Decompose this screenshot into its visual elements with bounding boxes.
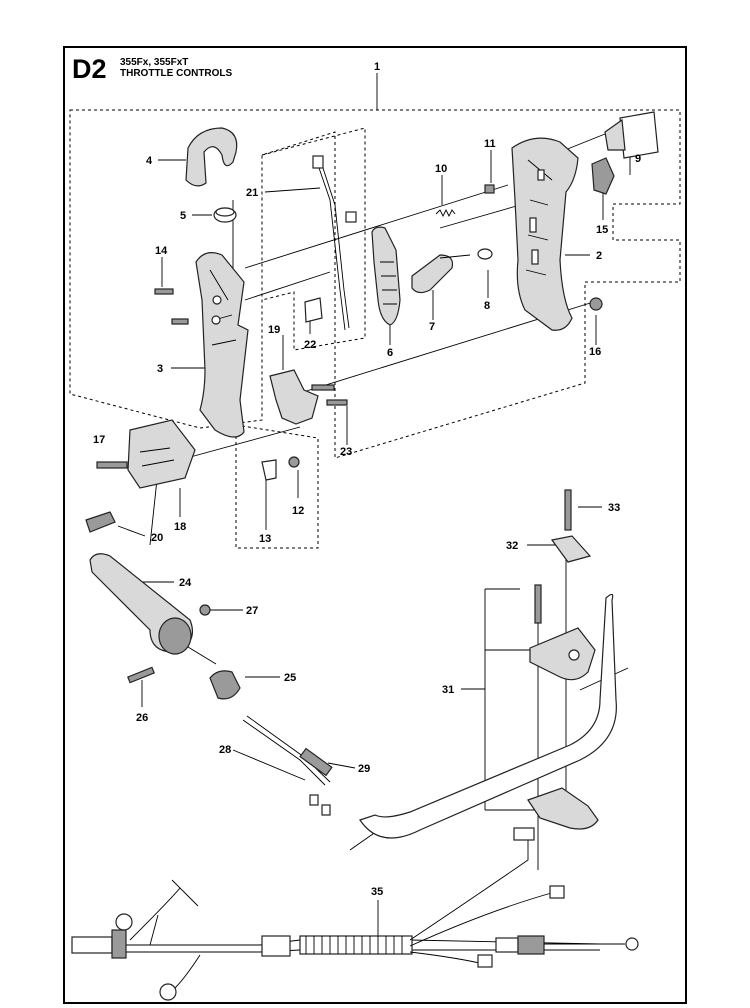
- callout-18: 18: [174, 521, 186, 533]
- callout-1: 1: [374, 61, 380, 73]
- callout-26: 26: [136, 712, 148, 724]
- callout-31: 31: [442, 684, 454, 696]
- part-31-clamp-lower: [527, 787, 599, 830]
- page-title: THROTTLE CONTROLS: [120, 68, 233, 79]
- part-4-throttle-trigger-cap: [185, 127, 238, 187]
- callout-27: 27: [246, 605, 258, 617]
- callout-7: 7: [429, 321, 435, 333]
- callout-labels: 1 2 3 4 5 6 7 8 9 10 11 12 13 14 15 16 1…: [93, 61, 641, 898]
- group-outline-lower: [235, 424, 319, 549]
- group-outline-wiring: [261, 127, 366, 351]
- callout-17: 17: [93, 434, 105, 446]
- callout-15: 15: [596, 224, 608, 236]
- part-8-spring: [477, 248, 493, 260]
- callout-5: 5: [180, 210, 186, 222]
- callout-6: 6: [387, 347, 393, 359]
- callout-35: 35: [371, 886, 383, 898]
- part-7-throttle-lock: [411, 254, 454, 294]
- part-23-screws: [311, 384, 348, 406]
- callout-4: 4: [146, 155, 153, 167]
- part-11-nut: [484, 184, 495, 194]
- callout-8: 8: [484, 300, 490, 312]
- callout-2: 2: [596, 250, 602, 262]
- part-20-clip: [85, 511, 116, 533]
- callout-13: 13: [259, 533, 271, 545]
- callout-20: 20: [151, 532, 163, 544]
- part-13-bracket: [261, 459, 277, 481]
- callout-32: 32: [506, 540, 518, 552]
- part-28-29-throttle-cable: [242, 715, 333, 816]
- callout-11: 11: [484, 138, 496, 150]
- part-15-switch-cover: [591, 157, 615, 195]
- part-10-spring: [435, 208, 456, 218]
- part-19-bracket: [269, 369, 319, 425]
- part-35-wire-harness: [71, 827, 639, 1001]
- callout-28: 28: [219, 744, 231, 756]
- part-31-clamp-upper: [529, 627, 596, 681]
- part-9-stop-switch: [619, 111, 659, 159]
- callout-25: 25: [284, 672, 296, 684]
- part-16-nut: [589, 297, 603, 311]
- part-27-nut: [199, 604, 211, 616]
- part-3-handle-half: [195, 252, 249, 438]
- part-17-screw: [96, 461, 128, 469]
- part-33-bolt: [564, 489, 572, 531]
- callout-22: 22: [304, 339, 316, 351]
- callout-12: 12: [292, 505, 304, 517]
- callout-3: 3: [157, 363, 163, 375]
- callout-24: 24: [179, 577, 192, 589]
- callout-16: 16: [589, 346, 601, 358]
- part-32-plate: [550, 535, 592, 563]
- part-22-clip: [304, 297, 323, 323]
- callout-33: 33: [608, 502, 620, 514]
- part-12-screw: [288, 456, 300, 468]
- callout-9: 9: [635, 153, 641, 165]
- model-list: 355Fx, 355FxT: [120, 57, 189, 68]
- handlebar-tube: [359, 593, 617, 839]
- diagram-frame: [63, 46, 687, 1004]
- page-code: D2: [72, 54, 107, 84]
- part-31-screw: [534, 584, 542, 624]
- callout-21: 21: [246, 187, 258, 199]
- part-14-screws: [154, 288, 189, 325]
- callout-19: 19: [268, 324, 280, 336]
- callout-10: 10: [435, 163, 447, 175]
- part-26-screw: [127, 666, 155, 684]
- part-2-main-handle: [511, 137, 579, 331]
- callout-14: 14: [155, 245, 168, 257]
- callout-23: 23: [340, 446, 352, 458]
- part-25-knob: [209, 670, 241, 700]
- part-21-wiring: [312, 155, 357, 331]
- part-18-handle-cover: [127, 419, 196, 489]
- group-outline-main: [69, 109, 681, 459]
- callout-29: 29: [358, 763, 370, 775]
